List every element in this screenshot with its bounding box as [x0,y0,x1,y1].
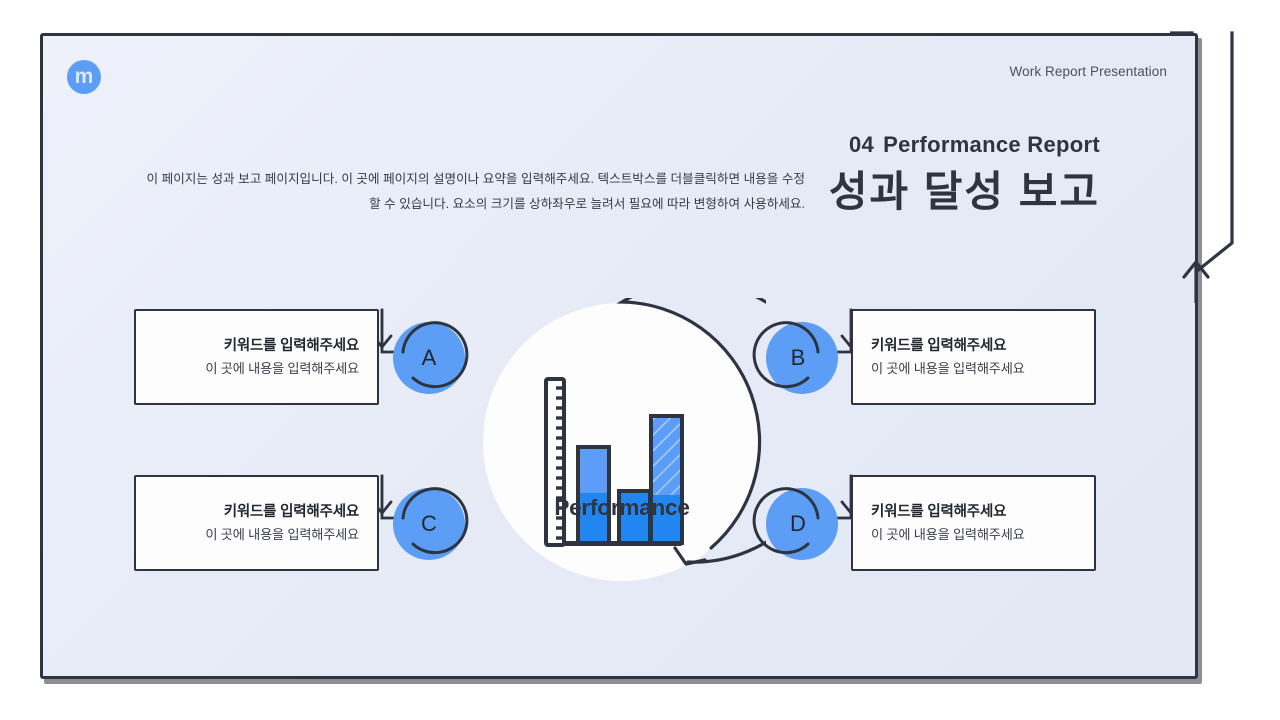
section-number: 04 [849,132,875,157]
node-d-ring [752,487,820,555]
card-a-title: 키워드를 입력해주세요 [223,338,359,355]
center-ring-arc [616,298,766,564]
card-c-title: 키워드를 입력해주세요 [223,504,359,521]
node-b-label: B [790,345,806,370]
card-d-title: 키워드를 입력해주세요 [871,504,1007,521]
bar-chart-icon [544,377,684,547]
bar-3 [649,414,684,545]
presentation-kicker: Work Report Presentation [1009,64,1167,79]
bar-2 [617,489,652,545]
card-a[interactable]: 키워드를 입력해주세요 이 곳에 내용을 입력해주세요 [134,309,381,407]
node-d[interactable]: D [752,482,842,568]
up-arrow-icon [1182,260,1210,303]
node-b[interactable]: B [752,316,842,402]
node-c-label: C [421,511,437,536]
card-d[interactable]: 키워드를 입력해주세요 이 곳에 내용을 입력해주세요 [851,475,1098,573]
node-d-label: D [790,511,806,536]
node-b-ring [752,321,820,389]
center-ring-arrowhead [673,546,707,566]
node-c[interactable]: C [391,482,477,568]
section-description: 이 페이지는 성과 보고 페이지입니다. 이 곳에 페이지의 설명이나 요약을 … [146,172,805,211]
section-title-english: 04 Performance Report [849,132,1100,158]
brand-m-icon: m [74,64,94,88]
center-circle[interactable] [478,298,766,586]
bar-1 [576,445,611,545]
center-label: Performance [554,495,690,520]
card-c-subtitle: 이 곳에 내용을 입력해주세요 [205,526,359,542]
brand-logo[interactable]: m [67,60,101,94]
node-a[interactable]: A [391,316,477,402]
section-title-text: Performance Report [883,132,1100,157]
section-title-korean: 성과 달성 보고 [828,168,1100,215]
card-b-subtitle: 이 곳에 내용을 입력해주세요 [871,360,1025,376]
card-d-subtitle: 이 곳에 내용을 입력해주세요 [871,526,1025,542]
node-a-label: A [421,345,437,370]
card-c[interactable]: 키워드를 입력해주세요 이 곳에 내용을 입력해주세요 [134,475,381,573]
card-b[interactable]: 키워드를 입력해주세요 이 곳에 내용을 입력해주세요 [851,309,1098,407]
node-a-ring [401,321,469,389]
card-b-title: 키워드를 입력해주세요 [871,338,1007,355]
node-c-ring [401,487,469,555]
card-a-subtitle: 이 곳에 내용을 입력해주세요 [205,360,359,376]
